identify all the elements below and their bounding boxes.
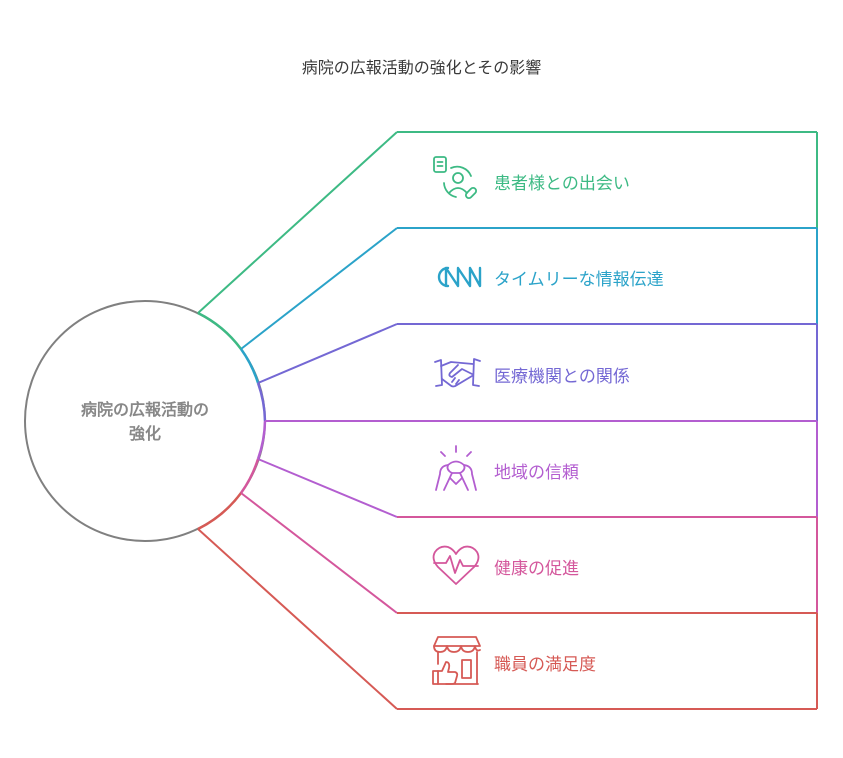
band-5 (240, 492, 818, 614)
item-label-community-trust: 地域の信頼 (494, 463, 579, 483)
center-label-line-2: 強化 (128, 424, 161, 443)
circle-arc-1 (197, 311, 243, 350)
band-4 (257, 420, 818, 518)
center-label-line-1: 病院の広報活動の (80, 400, 209, 419)
arm-wrestle-icon (435, 445, 477, 491)
patient-icon (433, 156, 478, 200)
band-6 (197, 528, 818, 710)
circle-arc-5 (239, 458, 260, 494)
handshake-icon (434, 358, 481, 388)
circle-arc-6 (197, 492, 243, 531)
item-label-medical-relations: 医療機関との関係 (494, 367, 630, 387)
item-label-patient-encounter: 患者様との出会い (494, 174, 630, 194)
circle-arc-2 (239, 348, 260, 384)
diagram-title: 病院の広報活動の強化とその影響 (301, 58, 542, 77)
circle-arc-4 (256, 420, 267, 460)
center-label: 病院の広報活動の 強化 (40, 398, 250, 446)
item-label-health-promotion: 健康の促進 (494, 559, 579, 579)
circle-arc-3 (256, 382, 267, 422)
band-3 (257, 323, 818, 421)
item-label-timely-information: タイムリーな情報伝達 (494, 270, 664, 290)
heartbeat-icon (432, 545, 480, 585)
shop-thumbs-up-icon (432, 636, 481, 685)
item-label-staff-satisfaction: 職員の満足度 (494, 655, 596, 675)
band-1 (197, 131, 818, 314)
band-2 (240, 227, 818, 350)
cnn-logo-icon (437, 266, 482, 288)
